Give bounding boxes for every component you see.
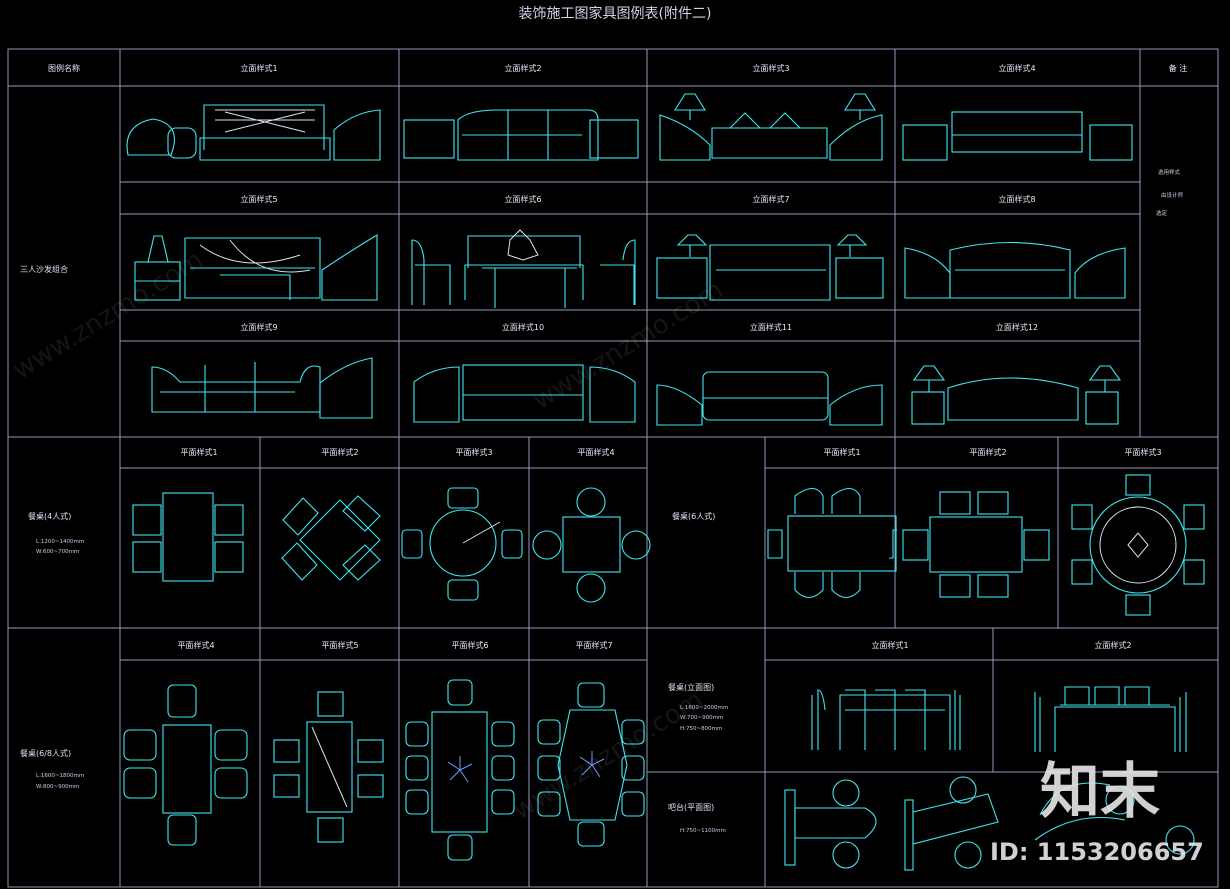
col-elevation-2: 立面样式2 [504, 63, 541, 73]
sofa-label-7: 立面样式7 [752, 194, 789, 204]
t68-plan-drawing-7 [537, 682, 645, 847]
t68-dim-2: W:800~900mm [36, 784, 79, 790]
sofa-label-6: 立面样式6 [504, 194, 541, 204]
t4-label: 餐桌(4人式) [28, 511, 71, 521]
table-elevation-2 [1034, 686, 1187, 752]
t6-plan-3: 平面样式3 [1124, 447, 1161, 457]
drawing-title: 装饰施工图家具图例表(附件二) [519, 5, 712, 22]
sofa-elevation-10 [413, 364, 636, 423]
t68-plan-6: 平面样式6 [451, 640, 488, 650]
t6-plan-drawing-1 [767, 487, 897, 599]
sofa-label-11: 立面样式11 [750, 322, 792, 332]
te-label: 餐桌(立面图) [668, 682, 714, 692]
sofa-label-5: 立面样式5 [240, 194, 277, 204]
remark-line-2: 由设计师 [1161, 191, 1184, 199]
sofa-elevation-4 [902, 111, 1133, 161]
t6-label: 餐桌(6人式) [672, 511, 715, 521]
t4-dim-1: L:1200~1400mm [36, 539, 84, 545]
sofa-elevation-6 [411, 229, 636, 308]
t6-plan-1: 平面样式1 [823, 447, 860, 457]
t4-plan-drawing-2 [281, 495, 381, 581]
sofa-label-12: 立面样式12 [996, 322, 1038, 332]
t4-plan-1: 平面样式1 [180, 447, 217, 457]
sofa-label-9: 立面样式9 [240, 322, 277, 332]
sofa-group-label: 三人沙发组合 [20, 264, 68, 274]
t4-plan-3: 平面样式3 [455, 447, 492, 457]
bar-label: 吧台(平面图) [668, 802, 714, 812]
col-elevation-4: 立面样式4 [998, 63, 1035, 73]
col-elevation-1: 立面样式1 [240, 63, 277, 73]
t6-plan-drawing-2 [902, 491, 1050, 598]
col-remark-header: 备 注 [1169, 63, 1188, 73]
t68-plan-4: 平面样式4 [177, 640, 214, 650]
t6-plan-2: 平面样式2 [969, 447, 1006, 457]
table-grid [7, 48, 1219, 888]
sofa-elevation-12 [911, 365, 1122, 425]
sofa-elevation-5 [134, 234, 378, 301]
t4-plan-drawing-3 [401, 487, 523, 601]
bar-dim: H:750~1100mm [680, 828, 726, 834]
sofa-elevation-7 [656, 234, 884, 301]
t68-plan-5: 平面样式5 [321, 640, 358, 650]
t68-label: 餐桌(6/8人式) [20, 748, 71, 758]
sofa-elevation-2 [403, 109, 639, 161]
col-name-header: 图例名称 [48, 63, 80, 73]
remark-line-1: 选用样式 [1158, 168, 1181, 176]
te-elev-2: 立面样式2 [1094, 640, 1131, 650]
image-id-text: ID: 1153206657 [990, 838, 1204, 866]
t6-plan-drawing-3 [1071, 474, 1205, 616]
t4-plan-drawing-1 [132, 492, 244, 582]
sofa-elevation-11 [656, 371, 883, 426]
te-elev-1: 立面样式1 [871, 640, 908, 650]
bar-plan-2 [904, 776, 999, 871]
t68-plan-drawing-6 [405, 679, 515, 861]
te-dim-2: W:700~900mm [680, 715, 723, 721]
sofa-elevation-1 [126, 104, 381, 161]
sofa-elevation-8 [904, 241, 1126, 299]
t4-dim-2: W:600~700mm [36, 549, 79, 555]
te-dim-3: H:750~800mm [680, 726, 722, 732]
sofa-label-10: 立面样式10 [502, 322, 544, 332]
bar-plan-1 [784, 779, 877, 869]
t4-plan-drawing-4 [532, 487, 651, 603]
brand-logo-text: 知末 [1040, 757, 1160, 827]
t4-plan-4: 平面样式4 [577, 447, 614, 457]
sofa-label-8: 立面样式8 [998, 194, 1035, 204]
watermark-site-text-2: www.znzmo.com [528, 275, 729, 416]
remark-line-3: 选定 [1156, 209, 1168, 217]
sofa-elevation-9 [151, 357, 373, 419]
brand-watermark: 知末 ID: 1153206657 [990, 757, 1204, 866]
t4-plan-2: 平面样式2 [321, 447, 358, 457]
t68-dim-1: L:1600~1800mm [36, 773, 84, 779]
col-elevation-3: 立面样式3 [752, 63, 789, 73]
bar-plan-3 [1034, 782, 1195, 855]
te-dim-1: L:1600~2000mm [680, 705, 728, 711]
t68-plan-drawing-5 [273, 691, 384, 843]
t68-plan-7: 平面样式7 [575, 640, 612, 650]
sofa-elevation-3 [659, 93, 883, 161]
t68-plan-drawing-4 [123, 684, 248, 846]
table-elevation-1 [811, 689, 961, 750]
